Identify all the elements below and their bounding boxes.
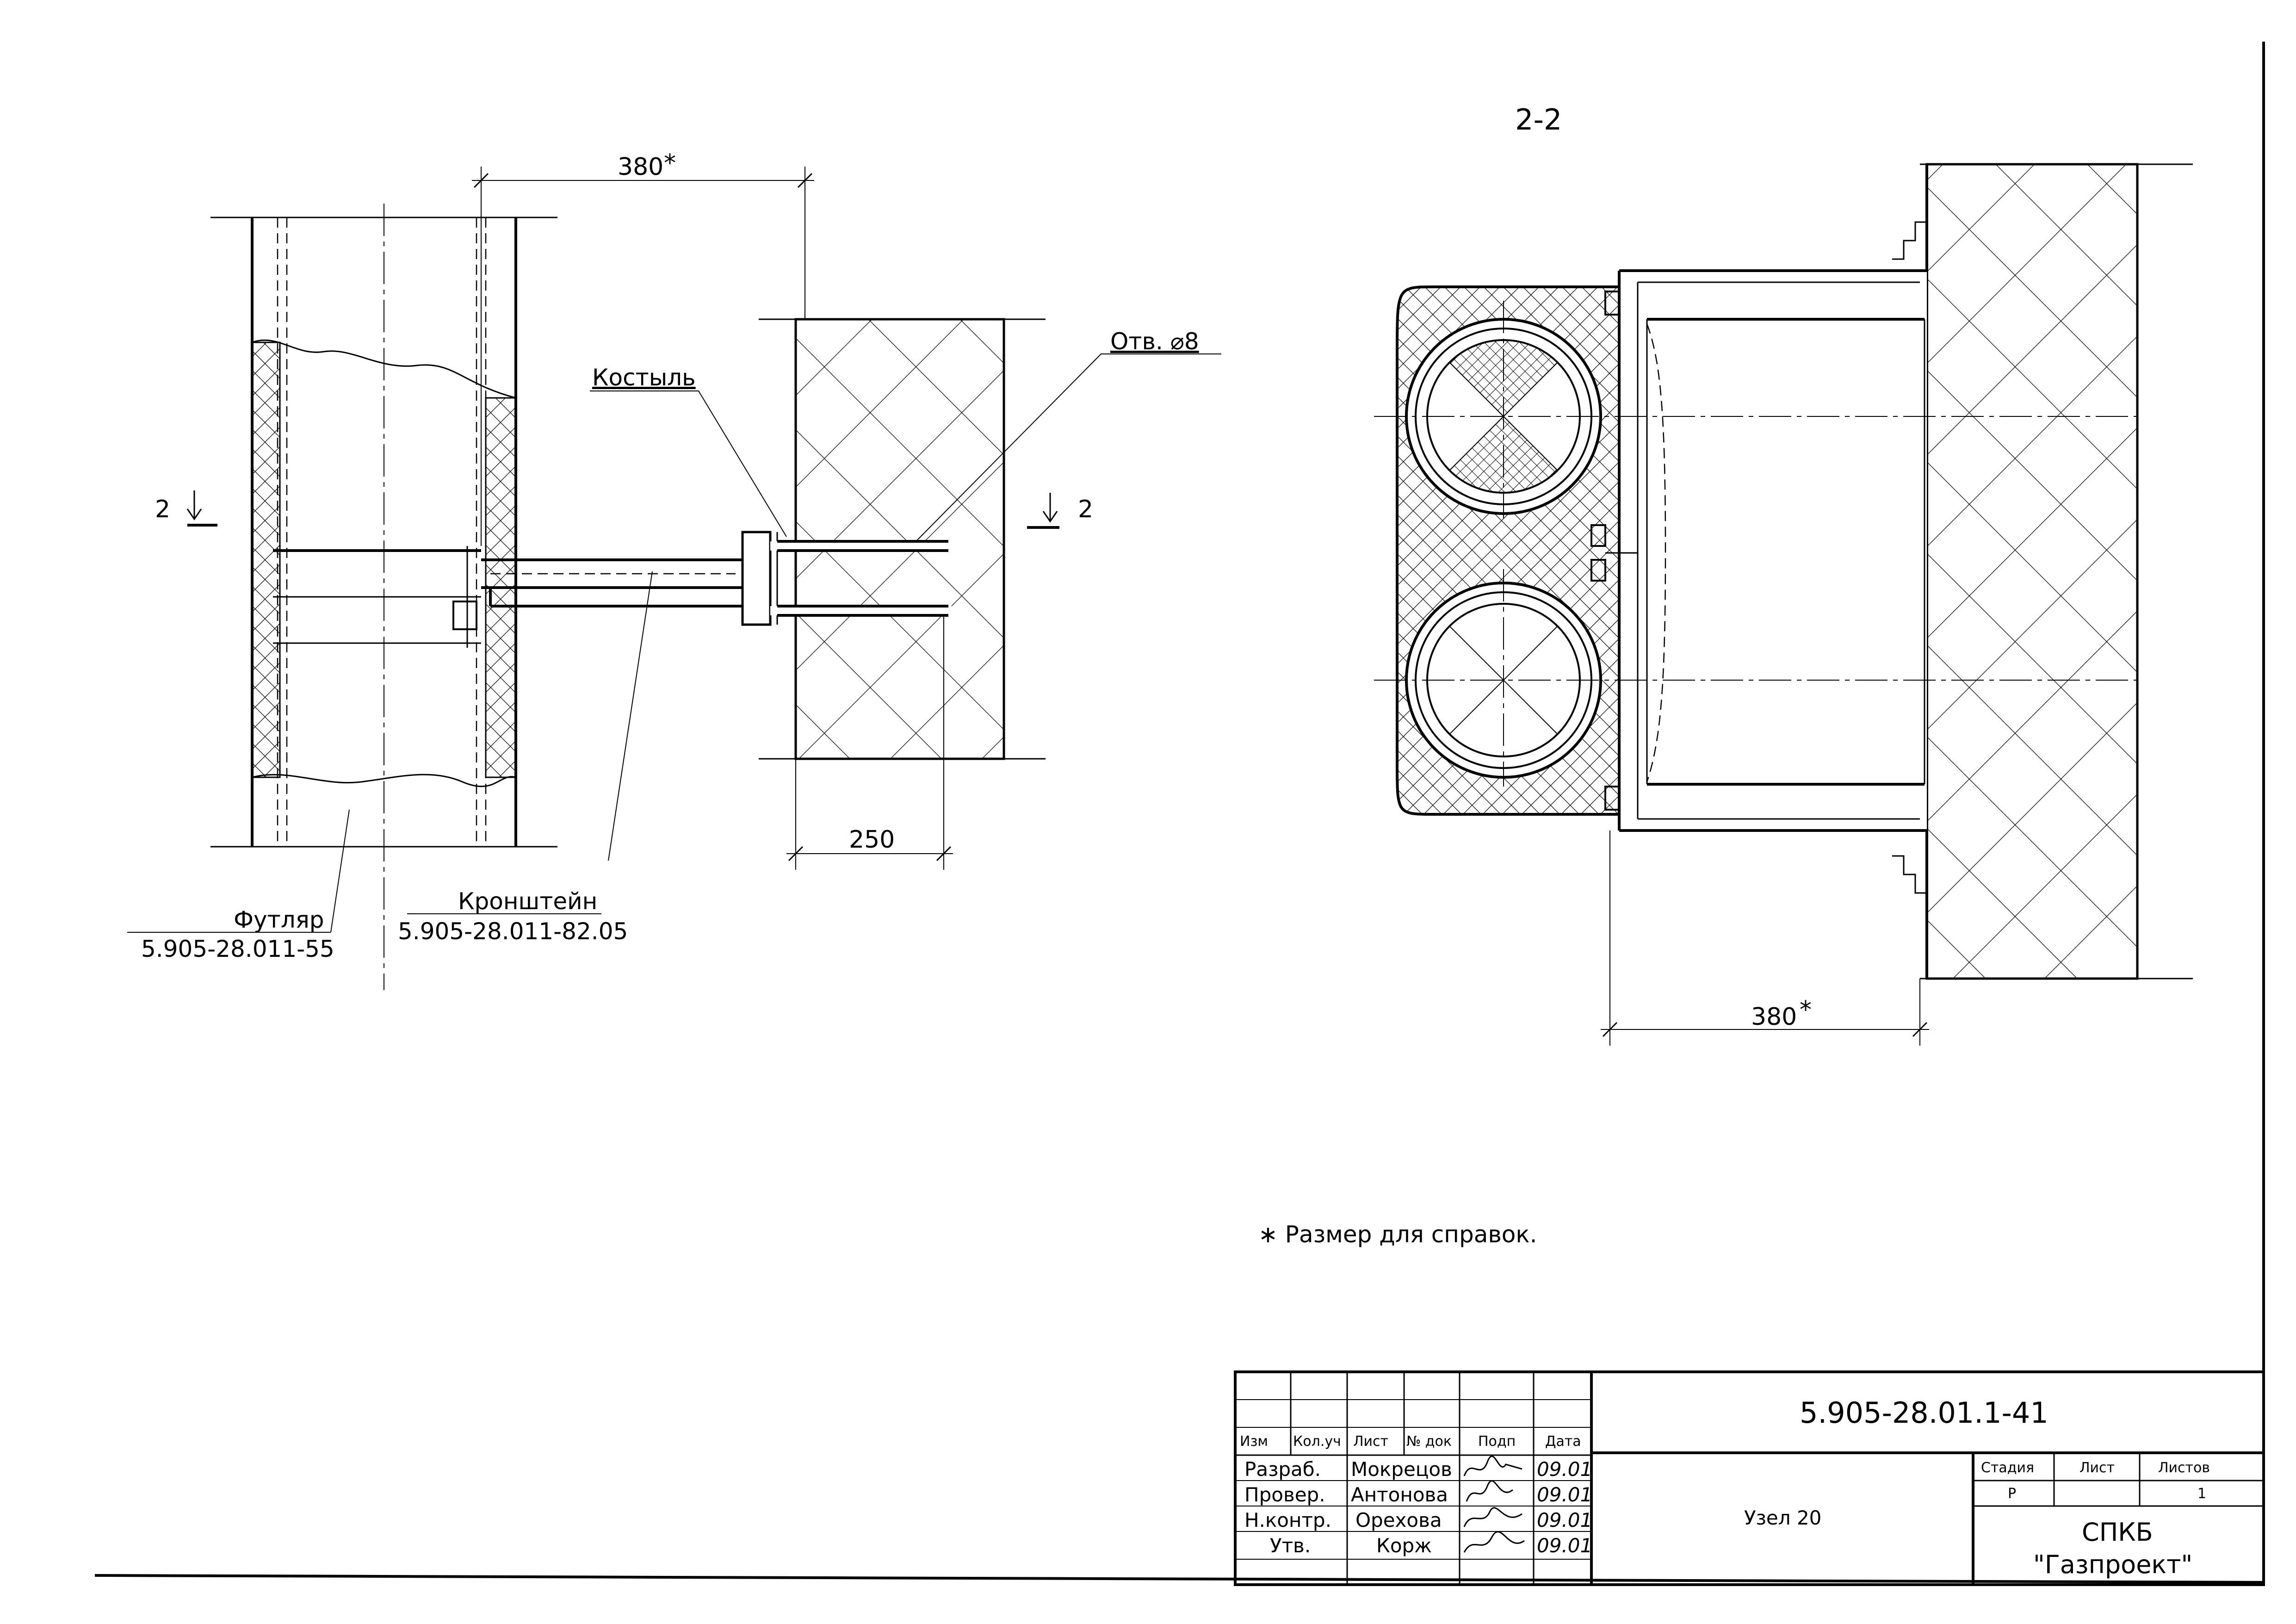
label-bracket-text: Кронштейн <box>458 888 597 915</box>
tb-name-1: Антонова <box>1351 1483 1448 1506</box>
left-view: 380 * 250 2 2 Костыль <box>127 149 1221 990</box>
tb-date-1: 09.01 <box>1537 1483 1592 1506</box>
tb-date-2: 09.01 <box>1537 1509 1592 1531</box>
wall-left <box>759 318 1046 760</box>
tb-role-1: Провер. <box>1244 1483 1325 1506</box>
cut-mark-number-right: 2 <box>1078 496 1093 523</box>
pipe-block <box>1374 285 2137 816</box>
dim-right-value: 380 <box>1751 1003 1797 1031</box>
sheets-value: 1 <box>2197 1486 2206 1502</box>
dim-bottom-value: 250 <box>849 826 895 854</box>
doc-code: 5.905-28.01.1-41 <box>1800 1396 2048 1430</box>
org-line1: СПКБ <box>2082 1518 2153 1547</box>
section-title: 2-2 <box>1515 103 1562 136</box>
tb-header-date: Дата <box>1545 1433 1581 1450</box>
label-bracket: Кронштейн 5.905-28.011-82.05 <box>398 571 653 945</box>
sheet-frame <box>94 42 2265 1584</box>
sheets-header: Листов <box>2158 1460 2210 1476</box>
tb-name-2: Орехова <box>1355 1509 1442 1531</box>
label-crutch-text: Костыль <box>592 364 696 391</box>
title-block: Изм Кол.уч Лист № док Подп Дата Разраб. … <box>1234 1370 2265 1586</box>
tb-name-0: Мокрецов <box>1351 1458 1452 1481</box>
node-title: Узел 20 <box>1744 1506 1821 1529</box>
org-line2: "Газпроект" <box>2033 1550 2192 1579</box>
right-view: 2-2 <box>1374 103 2193 1046</box>
bracket-arm <box>481 531 778 626</box>
tb-role-0: Разраб. <box>1244 1458 1321 1481</box>
dim-top-value: 380 <box>618 153 663 181</box>
cut-mark-number-left: 2 <box>155 496 170 523</box>
sheet-header: Лист <box>2079 1460 2115 1476</box>
tb-header-izm: Изм <box>1240 1433 1268 1450</box>
signatures <box>1463 1455 1525 1553</box>
tb-header-kol: Кол.уч <box>1293 1433 1341 1450</box>
tb-header-sign: Подп <box>1478 1433 1516 1450</box>
tb-role-3: Утв. <box>1270 1534 1311 1557</box>
section-cut-mark-left: 2 <box>155 490 217 527</box>
label-case-code: 5.905-28.011-55 <box>141 936 334 962</box>
dimension-380-top: 380 * <box>472 149 814 546</box>
label-crutch: Костыль <box>590 364 787 537</box>
tb-date-0: 09.01 <box>1537 1458 1592 1481</box>
dim-right-star: * <box>1800 996 1812 1024</box>
reference-note: ∗ Размер для справок. <box>1258 1221 1537 1248</box>
dim-top-star: * <box>664 149 676 177</box>
label-bracket-code: 5.905-28.011-82.05 <box>398 918 628 945</box>
section-cut-mark-right: 2 <box>1027 493 1093 529</box>
label-hole: Отв. ⌀8 <box>916 328 1221 542</box>
tb-name-3: Корж <box>1376 1534 1432 1557</box>
stage-header: Стадия <box>1981 1460 2034 1476</box>
dimension-380-right: 380 * <box>1601 831 1929 1046</box>
stage-value: Р <box>2008 1486 2016 1502</box>
tb-header-doc: № док <box>1406 1433 1452 1450</box>
case-column <box>210 204 557 990</box>
tb-date-3: 09.01 <box>1537 1534 1592 1557</box>
tb-role-2: Н.контр. <box>1244 1509 1331 1531</box>
label-case-text: Футляр <box>234 906 324 933</box>
label-hole-text: Отв. ⌀8 <box>1110 328 1199 355</box>
bracket-frame <box>1590 269 1927 832</box>
dimension-250: 250 <box>786 615 953 870</box>
tb-header-list: Лист <box>1353 1433 1388 1450</box>
label-case: Футляр 5.905-28.011-55 <box>127 809 350 962</box>
wall-right <box>1892 163 2193 980</box>
